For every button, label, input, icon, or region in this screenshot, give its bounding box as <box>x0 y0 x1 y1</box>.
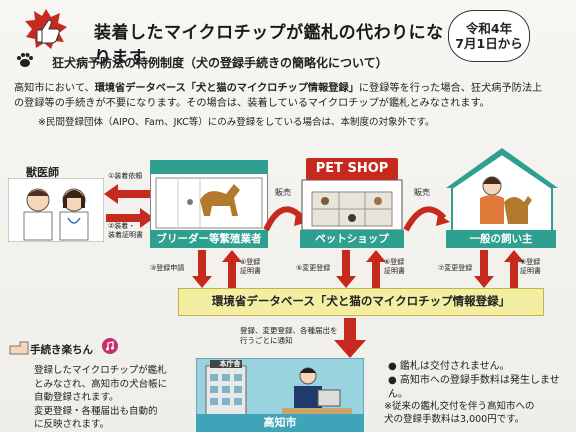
easy-line4: 変更登録・各種届出も自動的 <box>34 405 158 417</box>
easy-title: 手続き楽ちん <box>30 344 93 356</box>
database-banner: 環境省データベース「犬と猫のマイクロチップ情報登録」 <box>178 288 544 316</box>
fee-note-line2: 犬の登録手数料は3,000円です。 <box>384 414 525 425</box>
bullets: ● 鑑札は交付されません。 ● 高知市への登録手数料は発生しません。 <box>388 360 576 402</box>
db-to-office-arrow <box>334 318 366 358</box>
sale-label-1: 販売 <box>275 188 291 197</box>
paw-icon <box>17 53 33 67</box>
sale-arrow-2 <box>403 206 450 232</box>
intro-db-name: 環境省データベース「犬と猫のマイクロチップ情報登録」 <box>94 83 359 94</box>
step8-label-2: 証明書 <box>520 267 541 275</box>
db-note-line2: 行うごとに通知 <box>240 336 293 345</box>
shop-label: ペットショップ <box>300 230 404 248</box>
pet-shop-illustration <box>301 158 403 230</box>
db-arrows <box>192 250 524 288</box>
db-notify-note: 登録、変更登録、各種届出を 行うごとに通知 <box>240 326 338 346</box>
page-title: 装着したマイクロチップが鑑札の代わりになります <box>94 23 444 68</box>
effective-date-badge: 令和4年 7月1日から <box>448 10 530 62</box>
bullet-2: ● 高知市への登録手数料は発生しません。 <box>388 375 560 400</box>
step4-label-1: ④登録 <box>240 258 261 266</box>
step7-label: ⑦変更登録 <box>438 264 473 272</box>
vet-breeder-arrows <box>104 184 154 228</box>
office-label: 高知市 <box>196 414 364 432</box>
easy-line5: に反映されます。 <box>34 419 110 430</box>
easy-body: 登録したマイクロチップが鑑札 とみなされ、高知市の犬台帳に 自動登録されます。 … <box>34 364 202 432</box>
step5-label: ⑤変更登録 <box>296 264 331 272</box>
exclusion-note: ※民間登録団体（AIPO、Fam、JKC等）にのみ登録をしている場合は、本制度の… <box>38 117 435 128</box>
office-sign: 本庁舎 <box>219 360 241 368</box>
pointing-hand-icon <box>9 341 29 355</box>
owner-label: 一般の飼い主 <box>446 230 556 248</box>
section-subtitle: 狂犬病予防法の特例制度（犬の登録手続きの簡略化について） <box>52 56 388 70</box>
date-line2: 7月1日から <box>455 36 523 51</box>
bullet-1: ● 鑑札は交付されません。 <box>388 361 510 372</box>
request-label: ①装着依頼 <box>108 172 143 180</box>
cert-label-2: 装着証明書 <box>108 231 143 239</box>
db-note-line1: 登録、変更登録、各種届出を <box>240 326 338 335</box>
breeder-illustration <box>150 160 268 232</box>
fee-note-line1: ※従来の鑑札交付を伴う高知市への <box>384 401 535 412</box>
owner-house-illustration <box>446 148 558 232</box>
vet-illustration <box>8 178 104 242</box>
thumbs-up-icon <box>25 9 67 49</box>
step3-label: ③登録申請 <box>150 264 185 272</box>
city-office-illustration <box>196 358 364 416</box>
cert-label-1: ②装着・ <box>108 222 136 230</box>
step6-label-1: ⑥登録 <box>384 258 405 266</box>
intro-pre: 高知市において、 <box>14 83 95 94</box>
intro-paragraph: 高知市において、環境省データベース「犬と猫のマイクロチップ情報登録」に登録等を行… <box>14 82 566 111</box>
step8-label-1: ⑧登録 <box>520 258 541 266</box>
easy-line3: 自動登録されます。 <box>34 392 119 403</box>
easy-line2: とみなされ、高知市の犬台帳に <box>34 378 168 390</box>
easy-line1: 登録したマイクロチップが鑑札 <box>34 365 167 376</box>
breeder-label: ブリーダー等繁殖業者 <box>150 230 268 248</box>
step4-label-2: 証明書 <box>240 267 261 275</box>
title-row: 装着したマイクロチップが鑑札の代わりになります <box>14 6 454 68</box>
step6-label-2: 証明書 <box>384 267 405 275</box>
sale-label-2: 販売 <box>414 188 430 197</box>
intro-line2: の登録等の手続きが不要になります。その場合は、装着しているマイクロチップが鑑札と… <box>14 97 490 109</box>
music-note-icon <box>102 338 118 354</box>
intro-post: に登録等を行った場合、狂犬病予防法上 <box>358 83 543 94</box>
date-line1: 令和4年 <box>465 21 513 36</box>
vet-label: 獣医師 <box>26 166 59 179</box>
fee-note: ※従来の鑑札交付を伴う高知市への 犬の登録手数料は3,000円です。 <box>384 400 566 426</box>
shop-sign: PET SHOP <box>315 161 389 176</box>
